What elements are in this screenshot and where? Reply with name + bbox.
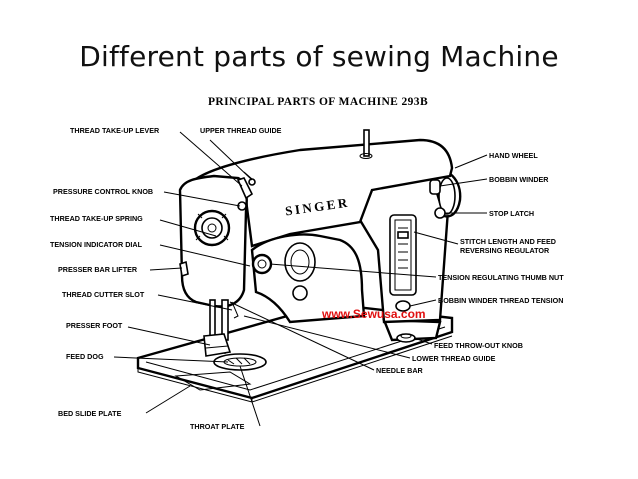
label-stop-latch: STOP LATCH [489, 209, 534, 218]
leader-lines [113, 131, 488, 427]
slide-title: Different parts of sewing Machine [79, 40, 559, 73]
label-bobbin-winder: BOBBIN WINDER [489, 175, 549, 184]
label-thread-cutter-slot: THREAD CUTTER SLOT [62, 290, 145, 299]
label-feed-throw-out-knob: FEED THROW-OUT KNOB [434, 341, 523, 350]
label-hand-wheel: HAND WHEEL [489, 151, 538, 160]
label-stitch-length-line1: STITCH LENGTH AND FEED [460, 237, 556, 246]
label-thread-take-up-spring: THREAD TAKE-UP SPRING [50, 214, 143, 223]
label-bobbin-winder-thread-tension: BOBBIN WINDER THREAD TENSION [438, 296, 563, 305]
label-throat-plate: THROAT PLATE [190, 422, 245, 431]
label-needle-bar: NEEDLE BAR [376, 366, 424, 375]
watermark: www.Sewusa.com [321, 307, 426, 321]
label-presser-foot: PRESSER FOOT [66, 321, 123, 330]
label-pressure-control-knob: PRESSURE CONTROL KNOB [53, 187, 153, 196]
label-thread-take-up-lever: THREAD TAKE-UP LEVER [70, 126, 160, 135]
label-stitch-length-line2: REVERSING REGULATOR [460, 246, 550, 255]
label-bed-slide-plate: BED SLIDE PLATE [58, 409, 122, 418]
label-presser-bar-lifter: PRESSER BAR LIFTER [58, 265, 138, 274]
label-tension-regulating-thumb-nut: TENSION REGULATING THUMB NUT [438, 273, 564, 282]
part-labels: THREAD TAKE-UP LEVER UPPER THREAD GUIDE … [50, 126, 564, 431]
label-lower-thread-guide: LOWER THREAD GUIDE [412, 354, 496, 363]
label-upper-thread-guide: UPPER THREAD GUIDE [200, 126, 282, 135]
label-tension-indicator-dial: TENSION INDICATOR DIAL [50, 240, 143, 249]
diagram-heading: PRINCIPAL PARTS OF MACHINE 293B [208, 96, 428, 108]
label-feed-dog: FEED DOG [66, 352, 104, 361]
